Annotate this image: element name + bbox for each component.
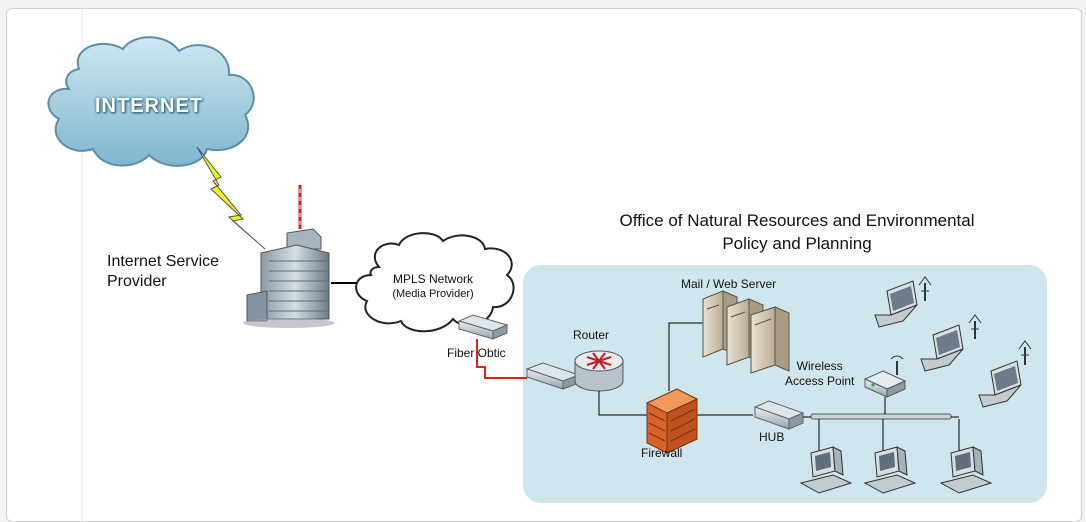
wap-label-line-2: Access Point	[785, 374, 855, 388]
fiber-switch-icon	[457, 314, 509, 340]
diagram-frame: INTERNET Office of Natural Resources and…	[6, 8, 1082, 522]
wap-label-line-1: Wireless	[796, 359, 843, 373]
hub-label: HUB	[759, 430, 785, 444]
server-icon	[702, 290, 790, 374]
desktop-computer-icon	[939, 446, 993, 494]
firewall-icon	[645, 388, 699, 454]
internet-label: INTERNET	[95, 95, 203, 117]
diagram-title: Office of Natural Resources and Environm…	[547, 209, 1047, 255]
isp-label-line-2: Provider	[107, 273, 167, 290]
router-label: Router	[573, 328, 610, 342]
firewall-label: Firewall	[641, 446, 683, 460]
hub-icon	[753, 400, 805, 430]
mpls-cloud-icon	[355, 232, 515, 333]
mail-web-server-label: Mail / Web Server	[681, 277, 777, 291]
firewall-server-link	[668, 322, 703, 391]
tower-building-icon	[243, 185, 335, 328]
mpls-label-line-2: (Media Provider)	[392, 288, 474, 300]
router-firewall-link	[598, 391, 649, 416]
router-icon	[574, 350, 624, 392]
wireless-access-point-icon	[863, 355, 907, 398]
network-diagram	[47, 9, 1047, 521]
mpls-label: MPLS Network (Media Provider)	[389, 272, 477, 302]
lightning-icon	[196, 146, 266, 250]
isp-label: Internet Service Provider	[107, 252, 219, 292]
laptop-icon	[920, 314, 982, 372]
desktop-computer-icon	[799, 446, 853, 494]
desktop-computer-icon	[863, 446, 917, 494]
fiber-link	[476, 339, 527, 379]
mpls-label-line-1: MPLS Network	[392, 272, 474, 286]
isp-label-line-1: Internet Service	[107, 253, 220, 270]
backbone-cable	[803, 397, 960, 453]
diagram-title-line-1: Office of Natural Resources and Environm…	[619, 211, 975, 230]
laptop-icon	[978, 340, 1032, 408]
wireless-access-point-label: Wireless Access Point	[785, 359, 854, 389]
fiber-label: Fiber Obtic	[447, 346, 506, 360]
diagram-title-line-2: Policy and Planning	[722, 234, 872, 253]
internet-cloud-icon	[47, 36, 255, 167]
laptop-icon	[874, 276, 932, 328]
